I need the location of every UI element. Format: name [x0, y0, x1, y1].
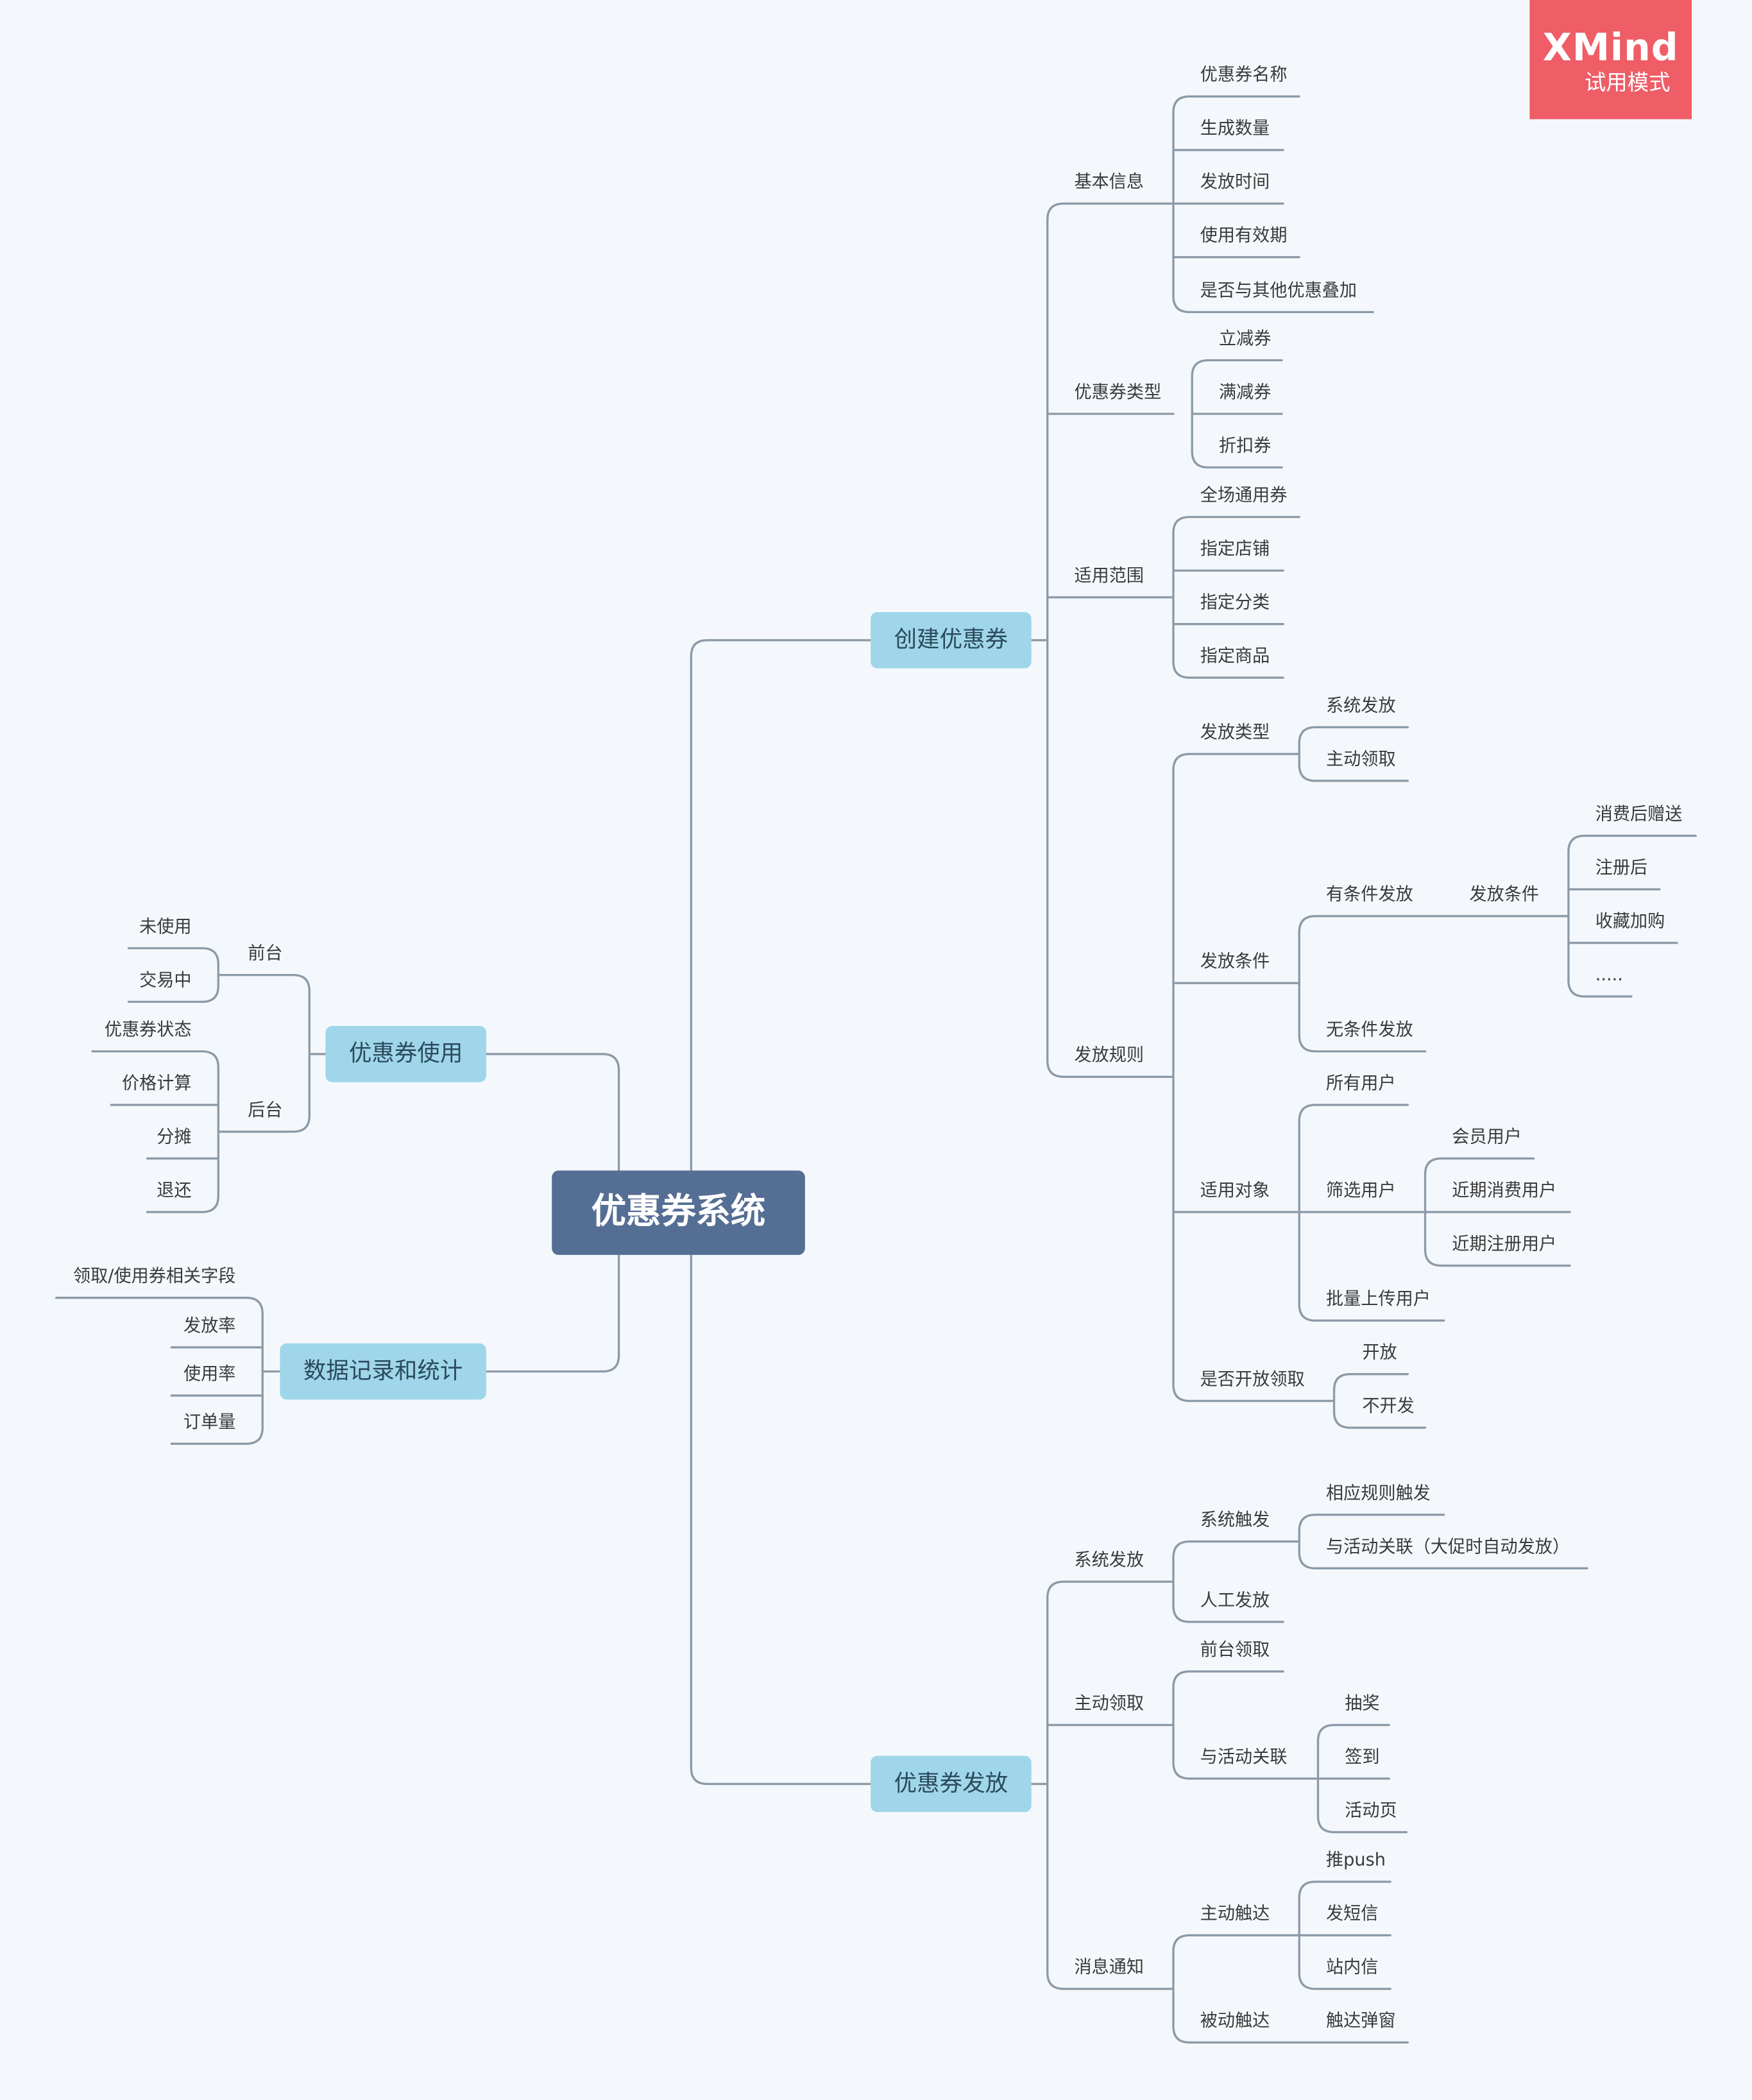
leaf-batch-upload[interactable]: 批量上传用户 [1326, 1290, 1431, 1310]
leaf-activity[interactable]: 签到 [1345, 1748, 1380, 1768]
node-open-claim[interactable]: 是否开放领取 [1200, 1370, 1305, 1390]
leaf-filter-user[interactable]: 近期注册用户 [1452, 1234, 1557, 1255]
leaf-front-claim[interactable]: 前台领取 [1200, 1641, 1270, 1661]
leaf-filter-user[interactable]: 会员用户 [1452, 1127, 1522, 1148]
node-passive-reach[interactable]: 被动触达 [1200, 2011, 1270, 2032]
subtopic-active-claim[interactable]: 主动领取 [1074, 1694, 1144, 1714]
leaf-coupon-type[interactable]: 满减券 [1218, 382, 1271, 404]
topic-coupon-distribution[interactable]: 优惠券发放 [871, 1755, 1032, 1813]
node-front[interactable]: 前台 [248, 944, 283, 964]
topic-data-stats[interactable]: 数据记录和统计 [280, 1343, 486, 1400]
leaf-stats[interactable]: 发放率 [183, 1316, 236, 1337]
leaf-trigger[interactable]: 与活动关联（大促时自动发放） [1326, 1537, 1570, 1558]
leaf-trigger[interactable]: 相应规则触发 [1326, 1483, 1431, 1505]
leaf-basic-info[interactable]: 生成数量 [1200, 119, 1270, 140]
node-target[interactable]: 适用对象 [1200, 1181, 1270, 1202]
badge-mode: 试用模式 [1584, 69, 1671, 96]
leaf-unconditional[interactable]: 无条件发放 [1326, 1020, 1413, 1041]
leaf-stats[interactable]: 使用率 [183, 1365, 236, 1385]
leaf-front[interactable]: 未使用 [139, 917, 192, 938]
node-filter-users[interactable]: 筛选用户 [1326, 1181, 1396, 1202]
leaf-back[interactable]: 分摊 [157, 1127, 192, 1148]
node-back[interactable]: 后台 [248, 1100, 283, 1122]
leaf-active-reach[interactable]: 推push [1326, 1850, 1386, 1872]
topic-create-coupon[interactable]: 创建优惠券 [871, 611, 1032, 669]
node-dist-condition[interactable]: 发放条件 [1200, 952, 1270, 973]
leaf-filter-user[interactable]: 近期消费用户 [1452, 1181, 1557, 1202]
subtopic-basic-info[interactable]: 基本信息 [1074, 173, 1144, 193]
leaf-open[interactable]: 不开发 [1362, 1397, 1415, 1417]
leaf-all-users[interactable]: 所有用户 [1326, 1074, 1396, 1095]
leaf-scope[interactable]: 指定商品 [1200, 647, 1270, 667]
leaf-front[interactable]: 交易中 [139, 971, 192, 991]
leaf-dist-type[interactable]: 主动领取 [1326, 749, 1396, 771]
subtopic-system-dist[interactable]: 系统发放 [1074, 1551, 1144, 1571]
leaf-active-reach[interactable]: 站内信 [1326, 1958, 1379, 1979]
subtopic-notify[interactable]: 消息通知 [1074, 1958, 1144, 1979]
leaf-back[interactable]: 优惠券状态 [104, 1020, 192, 1041]
node-system-trigger[interactable]: 系统触发 [1200, 1510, 1270, 1531]
subtopic-scope[interactable]: 适用范围 [1074, 566, 1144, 587]
badge-brand: XMind [1542, 25, 1679, 70]
leaf-manual-dist[interactable]: 人工发放 [1200, 1591, 1270, 1612]
leaf-open[interactable]: 开放 [1362, 1343, 1397, 1363]
leaf-scope[interactable]: 指定分类 [1200, 593, 1270, 614]
leaf-stats[interactable]: 领取/使用券相关字段 [73, 1267, 236, 1287]
leaf-condition[interactable]: ..... [1595, 966, 1623, 986]
leaf-condition[interactable]: 收藏加购 [1595, 912, 1665, 932]
topic-coupon-usage[interactable]: 优惠券使用 [325, 1025, 486, 1082]
leaf-active-reach[interactable]: 发短信 [1326, 1904, 1379, 1925]
leaf-coupon-type[interactable]: 折扣券 [1218, 436, 1271, 457]
node-active-reach[interactable]: 主动触达 [1200, 1904, 1270, 1925]
node-condition-list[interactable]: 发放条件 [1469, 885, 1540, 906]
leaf-condition[interactable]: 消费后赠送 [1595, 805, 1683, 825]
leaf-condition[interactable]: 注册后 [1595, 858, 1648, 879]
leaf-coupon-type[interactable]: 立减券 [1218, 329, 1271, 350]
leaf-activity[interactable]: 抽奖 [1345, 1694, 1380, 1714]
leaf-scope[interactable]: 全场通用券 [1200, 486, 1288, 507]
leaf-passive-reach[interactable]: 触达弹窗 [1326, 2011, 1396, 2032]
leaf-basic-info[interactable]: 是否与其他优惠叠加 [1200, 281, 1357, 302]
leaf-scope[interactable]: 指定店铺 [1200, 540, 1270, 560]
leaf-basic-info[interactable]: 优惠券名称 [1200, 65, 1288, 86]
leaf-back[interactable]: 价格计算 [121, 1074, 192, 1095]
leaf-dist-type[interactable]: 系统发放 [1326, 696, 1396, 717]
leaf-activity[interactable]: 活动页 [1345, 1801, 1397, 1822]
node-dist-type[interactable]: 发放类型 [1200, 723, 1270, 744]
node-conditional[interactable]: 有条件发放 [1326, 885, 1413, 906]
leaf-back[interactable]: 退还 [157, 1181, 192, 1202]
root-topic[interactable]: 优惠券系统 [552, 1170, 805, 1255]
subtopic-coupon-type[interactable]: 优惠券类型 [1074, 382, 1162, 404]
leaf-basic-info[interactable]: 发放时间 [1200, 173, 1270, 193]
node-activity-link[interactable]: 与活动关联 [1200, 1748, 1288, 1768]
subtopic-dist-rules[interactable]: 发放规则 [1074, 1046, 1144, 1066]
xmind-trial-badge: XMind 试用模式 [1529, 0, 1692, 119]
leaf-basic-info[interactable]: 使用有效期 [1200, 226, 1288, 247]
leaf-stats[interactable]: 订单量 [183, 1413, 236, 1433]
